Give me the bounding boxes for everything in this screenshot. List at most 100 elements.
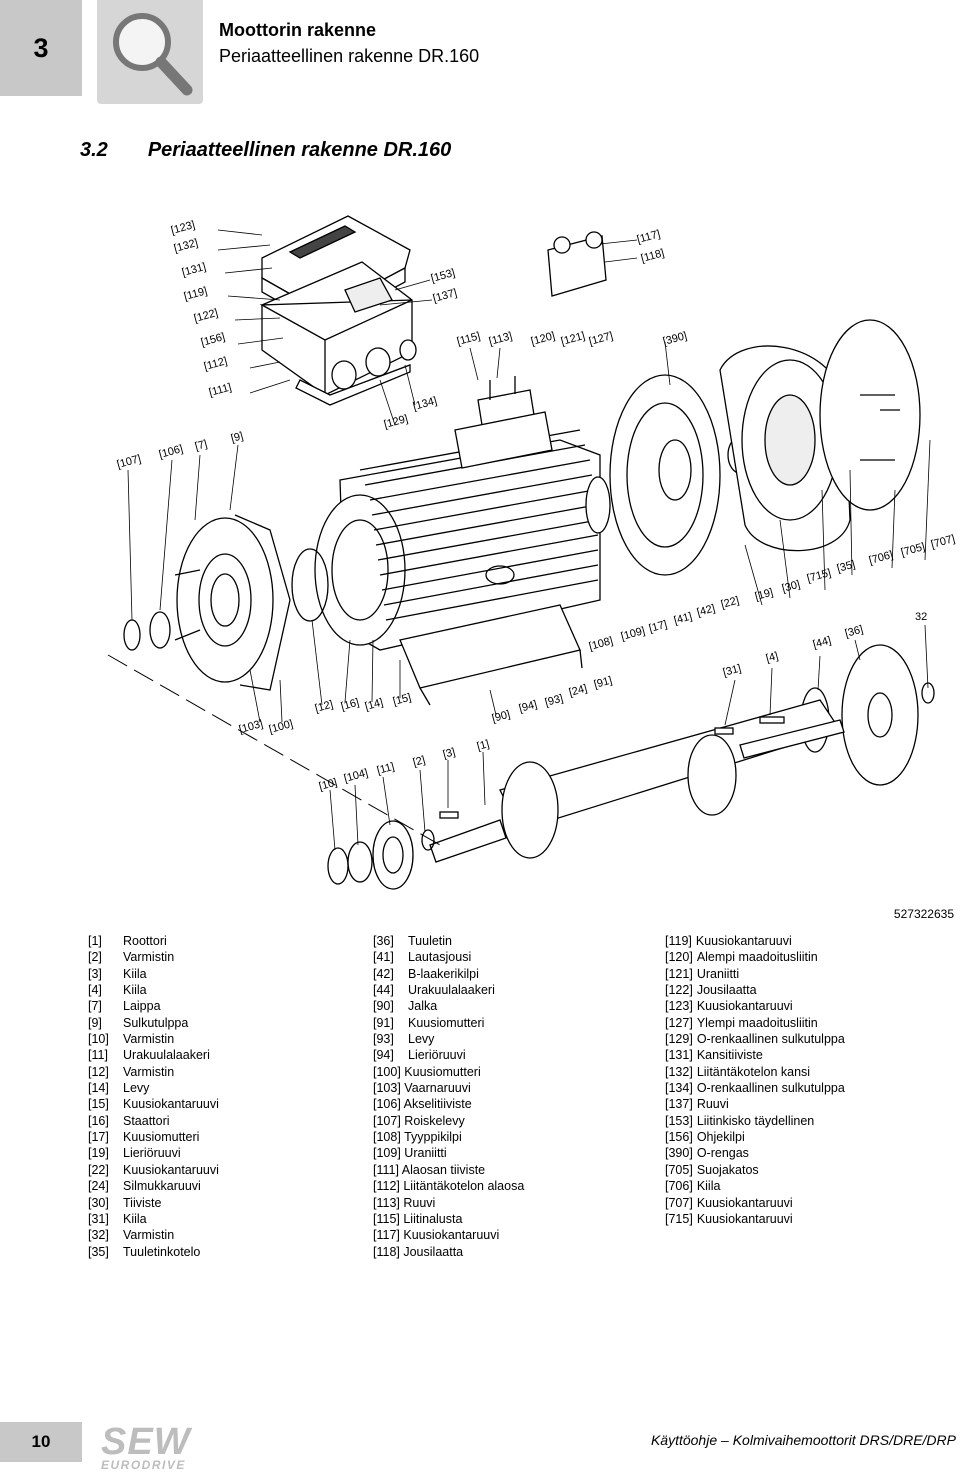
callout-label: [4] bbox=[765, 650, 780, 665]
legend-key: [41] bbox=[373, 950, 394, 965]
legend-row: [106] Akselitiiviste bbox=[373, 1096, 524, 1112]
legend-row: [156]Ohjekilpi bbox=[665, 1129, 845, 1145]
legend-row: [122]Jousilaatta bbox=[665, 982, 845, 998]
legend-text: Kansitiiviste bbox=[696, 1048, 763, 1063]
callout-label: 32 bbox=[915, 611, 927, 623]
callout-label: [115] bbox=[456, 330, 482, 348]
callout-label: [156] bbox=[200, 331, 227, 349]
chapter-number: 3 bbox=[0, 0, 82, 96]
callout-label: [390] bbox=[662, 330, 689, 348]
legend-key: [36] bbox=[373, 934, 394, 948]
legend-row: [35]Tuuletinkotelo bbox=[88, 1244, 219, 1260]
legend-text: Staattori bbox=[123, 1113, 170, 1128]
legend-key: [2] bbox=[88, 950, 102, 965]
legend-text: Roottori bbox=[123, 934, 167, 948]
legend-row: [100] Kuusiomutteri bbox=[373, 1064, 524, 1080]
legend-row: [22] Kuusiokantaruuvi bbox=[88, 1162, 219, 1178]
legend-key: [127] bbox=[665, 1015, 693, 1030]
legend-text: Laippa bbox=[123, 999, 161, 1014]
callout-label: [715] bbox=[806, 567, 833, 585]
callout-label: [119] bbox=[183, 285, 209, 303]
legend-text: Suojakatos bbox=[696, 1162, 759, 1177]
legend-key: [3] bbox=[88, 966, 102, 981]
legend-text: Liitäntäkotelon kansi bbox=[696, 1064, 811, 1079]
legend-text: Kuusiokantaruuvi bbox=[123, 1162, 219, 1177]
legend-key: [22] bbox=[88, 1162, 109, 1177]
page-number: 10 bbox=[0, 1422, 82, 1462]
callout-label: [112] bbox=[203, 355, 229, 373]
footer-doc-title: Käyttöohje – Kolmivaihemoottorit DRS/DRE… bbox=[651, 1432, 956, 1448]
legend-row: [32]Varmistin bbox=[88, 1227, 219, 1243]
legend-text: Sulkutulppa bbox=[123, 1015, 189, 1030]
legend-key: [119] bbox=[665, 934, 692, 948]
legend-row: [93]Levy bbox=[373, 1031, 524, 1047]
legend-row: [9] Sulkutulppa bbox=[88, 1015, 219, 1031]
callout-label: [127] bbox=[588, 330, 615, 348]
endshield-b-side bbox=[585, 374, 753, 576]
legend-row: [17]Kuusiomutteri bbox=[88, 1129, 219, 1145]
legend-text: Kuusiokantaruuvi bbox=[403, 1228, 500, 1243]
legend-text: Liitinkisko täydellinen bbox=[696, 1113, 815, 1128]
legend-text: Silmukkaruuvi bbox=[123, 1179, 201, 1194]
legend-key: [90] bbox=[373, 999, 394, 1014]
legend-row: [109] Uraniitti bbox=[373, 1145, 524, 1161]
callout-label: [42] bbox=[696, 603, 717, 619]
legend-text: Kiila bbox=[696, 1179, 721, 1194]
callout-label: [117] bbox=[636, 228, 662, 246]
callout-label: [120] bbox=[530, 330, 557, 348]
legend-key: [120] bbox=[665, 950, 693, 965]
legend-text: B-laakerikilpi bbox=[408, 966, 479, 981]
legend-text: Ruuvi bbox=[696, 1097, 729, 1112]
callout-label: [9] bbox=[230, 430, 245, 445]
legend-key: [123] bbox=[665, 999, 693, 1014]
callout-label: [118] bbox=[640, 247, 666, 265]
legend-key: [106] bbox=[373, 1097, 401, 1112]
callout-label: [30] bbox=[781, 579, 802, 595]
callout-label: [706] bbox=[868, 549, 895, 567]
magnifier-icon bbox=[97, 0, 203, 104]
callout-label: [7] bbox=[194, 438, 209, 453]
legend-row: [7] Laippa bbox=[88, 998, 219, 1014]
legend-key: [16] bbox=[88, 1113, 109, 1128]
legend-text: Varmistin bbox=[123, 950, 175, 965]
legend-key: [122] bbox=[665, 983, 693, 998]
legend-text: Ylempi maadoitusliitin bbox=[696, 1015, 818, 1030]
callout-label: [94] bbox=[518, 699, 539, 715]
legend-text: Levy bbox=[408, 1032, 435, 1047]
callout-label: [104] bbox=[343, 767, 370, 785]
figure-id: 527322635 bbox=[893, 907, 954, 921]
legend-text: Ohjekilpi bbox=[696, 1130, 745, 1145]
callout-label: [12] bbox=[314, 699, 335, 715]
callout-label: [10] bbox=[318, 777, 339, 793]
legend-key: [4] bbox=[88, 983, 102, 998]
legend-row: [715]Kuusiokantaruuvi bbox=[665, 1211, 845, 1227]
legend-text: Kuusiokantaruuvi bbox=[695, 934, 792, 948]
terminal-block bbox=[477, 231, 607, 426]
legend-text: Akselitiiviste bbox=[403, 1097, 472, 1112]
legend-row: [24]Silmukkaruuvi bbox=[88, 1178, 219, 1194]
legend-text: Kiila bbox=[123, 966, 147, 981]
legend-key: [11] bbox=[88, 1048, 108, 1063]
legend-key: [32] bbox=[88, 1228, 109, 1243]
callout-label: [705] bbox=[900, 541, 927, 559]
legend-row: [129]O-renkaallinen sulkutulppa bbox=[665, 1031, 845, 1047]
legend-row: [31]Kiila bbox=[88, 1211, 219, 1227]
legend-row: [123]Kuusiokantaruuvi bbox=[665, 998, 845, 1014]
legend-row: [132]Liitäntäkotelon kansi bbox=[665, 1064, 845, 1080]
legend-key: [705] bbox=[665, 1162, 693, 1177]
legend-key: [10] bbox=[88, 1032, 109, 1047]
callout-label: [113] bbox=[488, 330, 514, 348]
legend-key: [42] bbox=[373, 966, 394, 981]
legend-row: [706]Kiila bbox=[665, 1178, 845, 1194]
legend-text: Alaosan tiiviste bbox=[401, 1162, 486, 1177]
legend-key: [9] bbox=[88, 1015, 102, 1030]
legend-column-2: [36]Tuuletin [41]Lautasjousi [42]B-laake… bbox=[373, 933, 524, 1260]
legend-row: [108] Tyyppikilpi bbox=[373, 1129, 524, 1145]
callout-label: [153] bbox=[430, 267, 457, 285]
legend-key: [7] bbox=[88, 999, 102, 1014]
legend-row: [12]Varmistin bbox=[88, 1064, 219, 1080]
legend-key: [132] bbox=[665, 1064, 693, 1079]
callout-label: [107] bbox=[116, 453, 143, 471]
legend-text: O-rengas bbox=[696, 1146, 749, 1161]
legend-row: [91]Kuusiomutteri bbox=[373, 1015, 524, 1031]
